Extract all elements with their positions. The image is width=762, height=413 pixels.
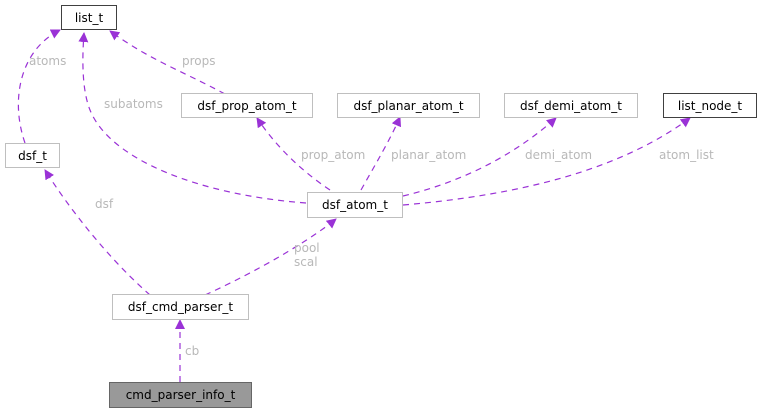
label-atoms: atoms [29, 54, 67, 68]
node-dsf-cmd-parser-t[interactable]: dsf_cmd_parser_t [112, 294, 249, 320]
label-demi-atom: demi_atom [525, 148, 593, 162]
label-scal: scal [294, 255, 318, 269]
edge-atom-list [402, 117, 691, 206]
label-subatoms: subatoms [104, 97, 163, 111]
label-props: props [182, 54, 216, 68]
node-dsf-t[interactable]: dsf_t [5, 143, 60, 168]
node-dsf-prop-atom-t[interactable]: dsf_prop_atom_t [181, 93, 313, 118]
label-cb: cb [185, 344, 200, 358]
edge-props [109, 30, 226, 95]
edge-subatoms [78, 32, 307, 204]
edge-atoms [17, 29, 61, 144]
node-dsf-demi-atom-t[interactable]: dsf_demi_atom_t [504, 93, 638, 118]
node-list-node-t[interactable]: list_node_t [663, 93, 757, 118]
label-planar-atom: planar_atom [391, 148, 467, 162]
label-pool: pool [294, 241, 320, 255]
label-dsf: dsf [95, 197, 114, 211]
edge-prop-atom [256, 117, 331, 191]
node-dsf-planar-atom-t[interactable]: dsf_planar_atom_t [337, 93, 480, 118]
label-atom-list: atom_list [659, 148, 714, 162]
node-cmd-parser-info-t[interactable]: cmd_parser_info_t [109, 382, 252, 408]
edge-demi-atom [402, 117, 557, 197]
label-prop-atom: prop_atom [301, 148, 366, 162]
edge-dsf [44, 169, 151, 296]
node-list-t[interactable]: list_t [61, 5, 117, 30]
node-dsf-atom-t[interactable]: dsf_atom_t [307, 192, 403, 218]
